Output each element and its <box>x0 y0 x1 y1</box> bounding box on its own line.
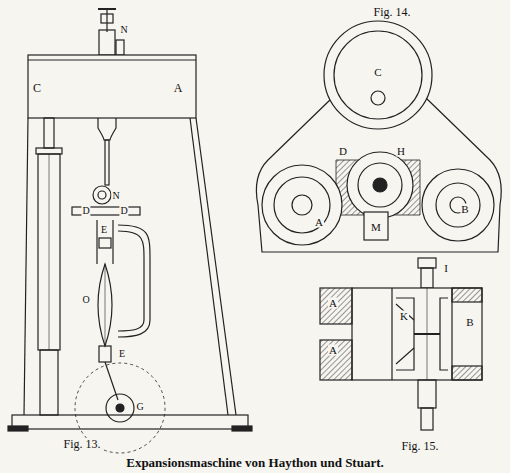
engine-plan-section-part <box>422 169 494 241</box>
engine-elevation-part <box>118 231 144 331</box>
engine-elevation-part <box>99 238 111 248</box>
figure-caption: Expansionsmaschine von Haython und Stuar… <box>126 455 384 471</box>
engine-elevation-part <box>38 154 60 350</box>
part-letter: A <box>314 217 324 228</box>
part-letter: E <box>100 225 108 235</box>
part-letter: B <box>460 204 469 215</box>
part-letter: H <box>396 146 406 157</box>
engine-elevation-part <box>99 346 111 362</box>
valve-section-part <box>451 288 452 380</box>
engine-elevation-part <box>106 394 134 422</box>
part-letter: B <box>465 317 474 328</box>
valve-section-part <box>421 268 433 288</box>
valve-section-part <box>418 380 436 408</box>
engine-elevation-part <box>49 154 50 350</box>
engine-elevation-part <box>28 55 196 118</box>
engine-elevation-part <box>24 118 28 415</box>
valve-section-part <box>427 288 428 380</box>
engine-elevation-part <box>196 118 236 415</box>
engine-elevation-part <box>112 220 113 264</box>
valve-section-part <box>440 298 448 370</box>
valve-section-part <box>396 298 414 370</box>
engine-elevation-part <box>105 140 109 185</box>
engine-plan-section-part <box>274 177 330 233</box>
valve-section <box>320 258 482 430</box>
engine-elevation-part <box>98 264 112 346</box>
valve-section-part <box>452 366 482 380</box>
engine-elevation <box>8 8 252 453</box>
figure-label: Fig. 14. <box>372 6 411 18</box>
part-letter: O <box>81 295 90 305</box>
engine-elevation-part <box>8 426 28 431</box>
engine-elevation-part <box>116 40 124 55</box>
engine-elevation-part <box>116 404 124 412</box>
engine-elevation-part <box>99 30 115 55</box>
engine-elevation-part <box>44 118 54 148</box>
part-letter: K <box>399 311 409 322</box>
part-letter: C <box>32 82 42 94</box>
engine-elevation-part <box>232 426 252 431</box>
engine-elevation-part <box>98 118 116 140</box>
engine-plan-section-part <box>436 183 480 227</box>
valve-section-part <box>418 258 436 268</box>
engine-elevation-part <box>190 118 228 415</box>
engine-elevation-part <box>36 148 62 154</box>
part-letter: C <box>373 67 382 78</box>
figure-label: Fig. 15. <box>400 440 439 452</box>
figure-label: Fig. 13. <box>62 438 101 450</box>
valve-section-part <box>320 288 352 324</box>
valve-section-part <box>320 340 352 380</box>
part-letter: G <box>135 402 144 412</box>
engine-plan-section-part <box>324 21 432 129</box>
valve-section-part <box>452 288 482 302</box>
valve-section-part <box>396 348 414 364</box>
engine-elevation-part <box>98 191 106 199</box>
engine-elevation-part <box>101 14 113 23</box>
valve-section-part <box>352 288 482 380</box>
engine-plan-section-part <box>373 178 387 192</box>
engine-plan-section <box>256 21 501 252</box>
valve-section-part <box>421 408 433 430</box>
engine-elevation-part <box>72 207 140 215</box>
part-letter: E <box>118 349 126 359</box>
part-letter: I <box>443 263 449 274</box>
engine-plan-section-part <box>262 165 342 245</box>
part-letter: D <box>81 206 90 216</box>
engine-elevation-part <box>28 59 196 60</box>
engine-elevation-part <box>98 8 116 10</box>
part-letter: A <box>328 298 338 309</box>
part-letter: D <box>119 206 128 216</box>
part-letter: D <box>338 146 348 157</box>
engine-plan-section-part <box>371 91 385 105</box>
engine-plan-section-part <box>358 163 402 207</box>
part-letter: M <box>370 222 382 233</box>
engine-elevation-part <box>96 220 97 264</box>
part-letter: A <box>328 345 338 356</box>
engine-plan-section-part <box>347 152 413 218</box>
engine-elevation-part <box>105 264 106 346</box>
engine-elevation-part <box>106 8 107 32</box>
engine-elevation-part <box>93 186 111 204</box>
part-letter: N <box>111 191 120 201</box>
engine-plan-section-part <box>364 212 388 240</box>
engine-plan-section-part <box>292 195 312 215</box>
part-letter: N <box>119 25 128 35</box>
part-letter: A <box>173 82 184 94</box>
engine-plan-section-part <box>334 31 422 119</box>
engine-elevation-part <box>40 350 58 415</box>
engine-elevation-part <box>118 225 150 337</box>
valve-section-part <box>391 288 392 380</box>
